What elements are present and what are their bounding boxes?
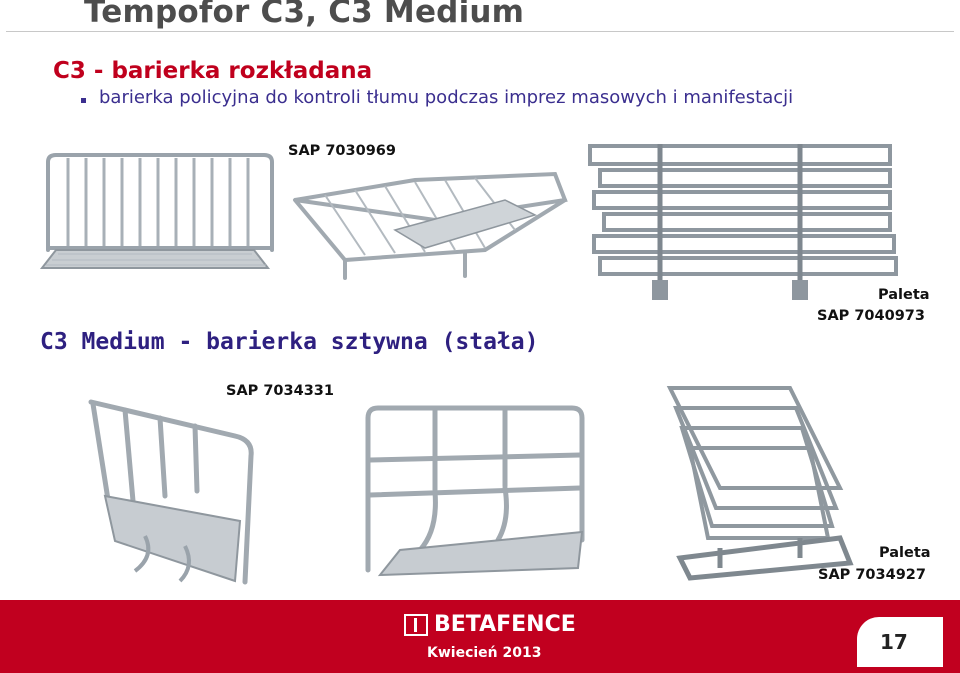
footer-date: Kwiecień 2013 [427,645,542,661]
section2-heading: C3 Medium - barierka sztywna (stała) [40,329,539,355]
pallet2-label: Paleta [879,545,931,561]
folding-barrier-image [39,153,274,269]
page-number: 17 [880,630,908,654]
pallet-stack-angled-image [666,386,854,581]
rigid-barrier-front-image [365,405,585,577]
section1-bullet-text: barierka policyjna do kontroli tłumu pod… [99,87,794,108]
rigid-barrier-side-image [88,399,254,585]
pallet-stack-image [588,144,898,300]
title-divider [6,31,954,32]
bullet-icon [81,98,86,103]
folding-barrier-open-image [293,171,568,280]
brand-name: BETAFENCE [434,612,576,637]
section1-heading: C3 - barierka rozkładana [53,58,373,84]
pallet1-sap: SAP 7040973 [817,308,925,324]
section2-sap: SAP 7034331 [226,383,334,399]
betafence-logo-icon [404,614,428,636]
footer-bar [0,600,960,673]
pallet2-sap: SAP 7034927 [818,567,926,583]
slide-title: Tempofor C3, C3 Medium [84,0,525,30]
page-number-tab [857,617,943,667]
pallet1-label: Paleta [878,287,930,303]
brand-logo: BETAFENCE [404,612,576,640]
section1-sap: SAP 7030969 [288,143,396,159]
